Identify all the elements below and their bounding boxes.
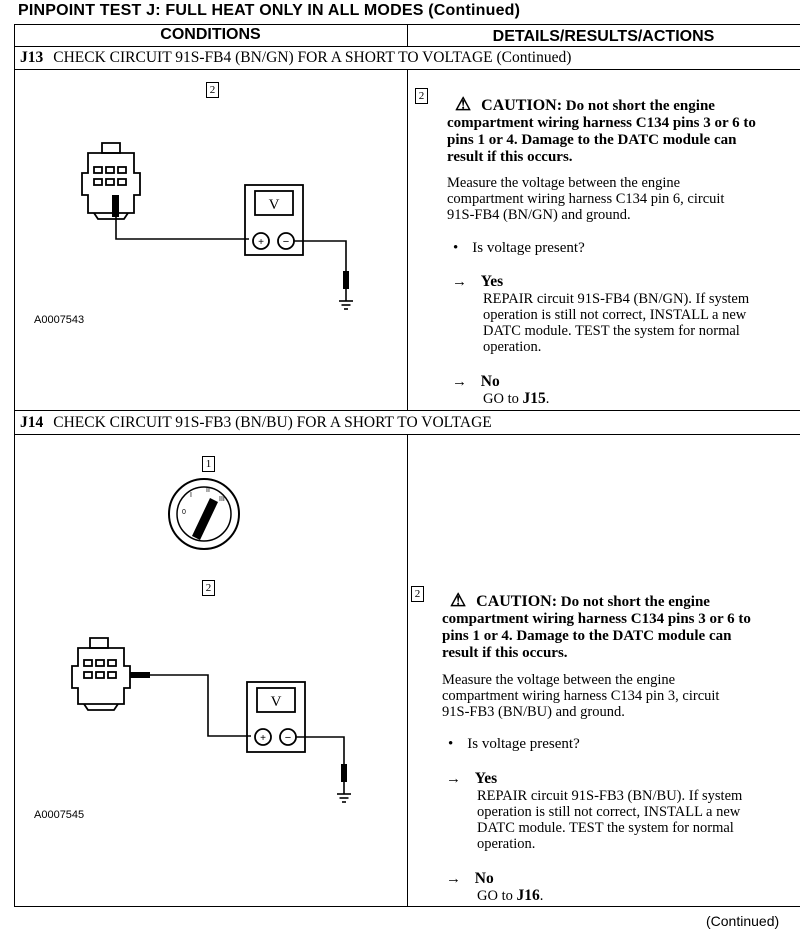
figure-id: A0007543	[34, 314, 85, 326]
yes-response: → Yes REPAIR circuit 91S-FB4 (BN/GN). If…	[452, 273, 750, 355]
detail-step-marker: 2	[415, 88, 428, 104]
detail-step-marker: 2	[411, 586, 424, 602]
ignition-key-icon	[192, 498, 218, 540]
step-title: CHECK CIRCUIT 91S-FB4 (BN/GN) FOR A SHOR…	[53, 49, 572, 66]
ignition-switch-icon: 0 I II III	[168, 478, 240, 550]
ground-probe-icon	[343, 271, 349, 289]
arrow-icon: →	[452, 274, 467, 290]
harness-connector-icon	[81, 142, 141, 220]
ignition-position-label: III	[219, 496, 225, 503]
figure-step-marker: 2	[202, 580, 215, 596]
page-title: PINPOINT TEST J: FULL HEAT ONLY IN ALL M…	[18, 2, 521, 19]
arrow-icon: →	[446, 771, 461, 787]
ground-symbol-icon	[337, 782, 351, 803]
meter-label: V	[271, 694, 282, 710]
voltmeter-icon: + −	[246, 681, 306, 753]
ground-symbol-icon	[339, 289, 353, 310]
step-j14-title-row: J14 CHECK CIRCUIT 91S-FB3 (BN/BU) FOR A S…	[20, 414, 492, 432]
caution-block: ⚠CAUTION: Do not short the engine compar…	[442, 590, 751, 661]
continued-footer: (Continued)	[706, 913, 780, 929]
ignition-position-label: 0	[182, 509, 186, 516]
svg-text:+: +	[258, 237, 264, 248]
step-title: CHECK CIRCUIT 91S-FB3 (BN/BU) FOR A SHOR…	[53, 414, 492, 431]
figure-step-marker: 2	[206, 82, 219, 98]
question-item: •Is voltage present?	[448, 736, 580, 752]
step-j13-title-row: J13 CHECK CIRCUIT 91S-FB4 (BN/GN) FOR A S…	[20, 49, 571, 67]
ground-probe-icon	[341, 764, 347, 782]
arrow-icon: →	[446, 871, 461, 887]
conditions-header: CONDITIONS	[160, 26, 261, 43]
measure-instructions: Measure the voltage between the engine c…	[442, 672, 720, 720]
figure-id: A0007545	[34, 809, 85, 821]
svg-text:−: −	[283, 236, 289, 248]
step-id: J13	[20, 49, 44, 66]
figure-step-marker: 1	[202, 456, 215, 472]
step-id: J14	[20, 414, 44, 431]
voltmeter-icon: + −	[244, 184, 304, 256]
svg-text:−: −	[285, 732, 291, 744]
harness-connector-icon	[71, 637, 131, 711]
meter-label: V	[269, 197, 280, 213]
j14-wiring-diagram: + − V	[71, 637, 351, 803]
question-item: •Is voltage present?	[453, 240, 585, 256]
yes-response: → Yes REPAIR circuit 91S-FB3 (BN/BU). If…	[446, 770, 743, 852]
caution-icon: ⚠	[450, 590, 467, 610]
measure-instructions: Measure the voltage between the engine c…	[447, 175, 725, 223]
ignition-position-label: II	[206, 487, 210, 494]
no-response: → No GO to J16.	[446, 870, 544, 904]
caution-icon: ⚠	[455, 94, 472, 114]
ignition-position-label: I	[190, 492, 192, 499]
bullet-icon: •	[453, 240, 459, 256]
arrow-icon: →	[452, 374, 467, 390]
j13-wiring-diagram: + − V	[81, 142, 353, 310]
no-response: → No GO to J15.	[452, 373, 550, 407]
probe-tip-icon	[130, 672, 150, 678]
bullet-icon: •	[448, 736, 454, 752]
details-header: DETAILS/RESULTS/ACTIONS	[492, 28, 715, 45]
svg-text:+: +	[260, 733, 266, 744]
probe-tip-icon	[112, 195, 119, 217]
caution-block: ⚠CAUTION: Do not short the engine compar…	[447, 94, 756, 165]
